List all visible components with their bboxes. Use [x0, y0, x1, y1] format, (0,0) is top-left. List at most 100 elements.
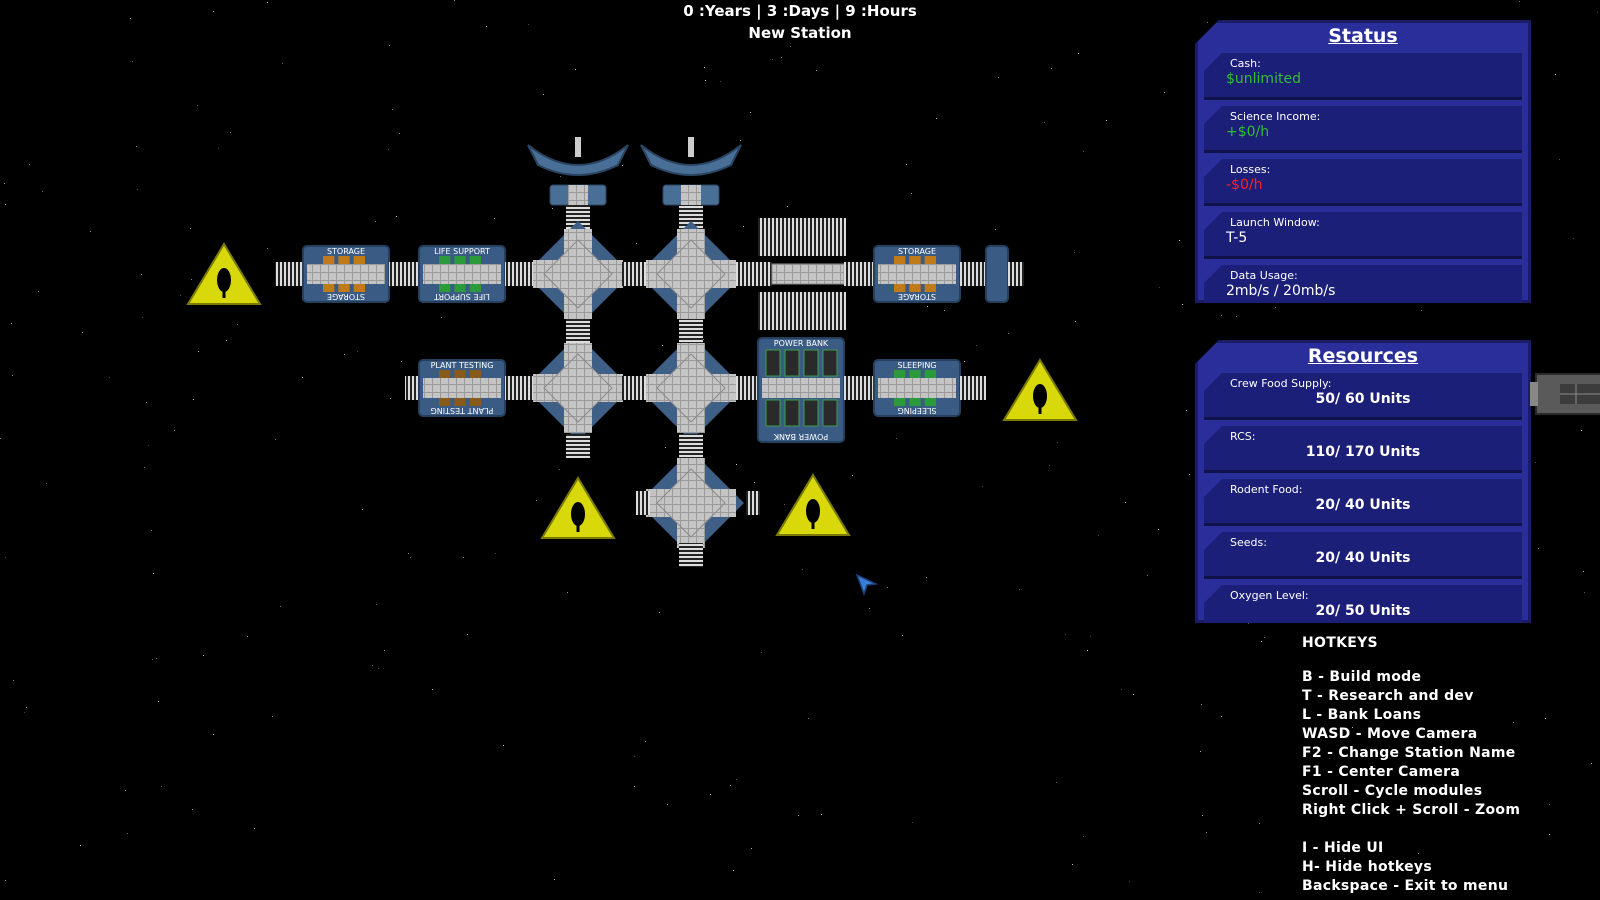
module-equipment [894, 256, 906, 264]
warning-icon[interactable] [1002, 358, 1078, 421]
docking-port [960, 376, 986, 400]
hotkey-line: Backspace - Exit to menu [1302, 878, 1509, 894]
module-equipment [454, 256, 466, 264]
vertical-connector [679, 319, 703, 343]
battery-cell [765, 349, 781, 377]
module-equipment [894, 284, 906, 292]
module-equipment [894, 370, 906, 378]
antenna-module[interactable] [527, 137, 629, 206]
hub-module[interactable] [638, 221, 744, 327]
module-endcap[interactable] [985, 245, 1009, 303]
resource-value: 20/ 40 Units [1315, 550, 1411, 566]
resource-slot: Oxygen Level: 20/ 50 Units [1204, 585, 1522, 623]
module-label: STORAGE [898, 247, 936, 256]
resource-value: 20/ 50 Units [1315, 603, 1411, 619]
hub-module[interactable] [525, 221, 631, 327]
cash-label: Cash: [1230, 57, 1261, 70]
cash-slot: Cash: $unlimited [1204, 53, 1522, 100]
battery-cell [765, 399, 781, 427]
docking-port [679, 543, 703, 567]
resource-value: 110/ 170 Units [1305, 444, 1421, 460]
hub-core [656, 468, 726, 538]
module-label: POWER BANK [774, 339, 829, 348]
docking-port [505, 376, 533, 400]
status-panel: Status Cash: $unlimited Science Income: … [1195, 20, 1531, 303]
warning-icon[interactable] [186, 242, 262, 305]
resource-value: 50/ 60 Units [1315, 391, 1411, 407]
docking-port [858, 262, 874, 286]
corridor-module[interactable] [758, 262, 858, 286]
hub-module[interactable] [638, 335, 744, 441]
hotkey-line: WASD - Move Camera [1302, 726, 1478, 742]
vertical-connector [566, 319, 590, 343]
warning-mark [1038, 406, 1042, 414]
science-income-value: +$0/h [1226, 124, 1270, 140]
antenna-core [568, 185, 588, 205]
hub-module[interactable] [525, 335, 631, 441]
hotkey-line: Scroll - Cycle modules [1302, 783, 1483, 799]
module-equipment [323, 256, 335, 264]
module-label-mirrored: LIFE SUPPORT [434, 292, 490, 301]
warning-icon[interactable] [775, 473, 851, 536]
solar-panel[interactable] [758, 218, 846, 256]
hub-core [543, 239, 613, 309]
launch-window-value: T-5 [1226, 230, 1248, 246]
data-usage-label: Data Usage: [1230, 269, 1298, 282]
module-floor [423, 378, 501, 398]
station-name[interactable]: New Station [748, 24, 852, 42]
module-label-mirrored: PLANT TESTING [431, 406, 494, 415]
warning-mark [806, 499, 820, 523]
docking-port [275, 262, 303, 286]
losses-slot: Losses: -$0/h [1204, 159, 1522, 206]
docked-ship-partial[interactable] [1530, 370, 1600, 420]
module-equipment [454, 284, 466, 292]
plant-testing-module[interactable]: PLANT TESTING PLANT TESTING [418, 359, 506, 417]
docking-port [566, 205, 590, 229]
power-bank-module[interactable]: POWER BANK POWER BANK [757, 337, 845, 443]
module-floor [307, 264, 385, 284]
docking-port [679, 205, 703, 229]
antenna-mast [688, 137, 694, 157]
cash-value: $unlimited [1226, 71, 1301, 87]
module-equipment [353, 284, 365, 292]
module-equipment [323, 284, 335, 292]
module-floor [423, 264, 501, 284]
corridor-tube [771, 263, 845, 285]
module-equipment [924, 398, 936, 406]
resource-slot: Rodent Food: 20/ 40 Units [1204, 479, 1522, 526]
docking-port [679, 434, 703, 458]
resource-label: Oxygen Level: [1230, 589, 1309, 602]
solar-panel[interactable] [758, 292, 846, 330]
module-equipment [924, 370, 936, 378]
vertical-connector [679, 543, 703, 567]
warning-icon[interactable] [540, 476, 616, 539]
docking-port [622, 262, 646, 286]
docking-port [1008, 262, 1024, 286]
module-label-mirrored: POWER BANK [773, 432, 828, 441]
module-equipment [439, 370, 451, 378]
antenna-module[interactable] [640, 137, 742, 206]
resource-label: Seeds: [1230, 536, 1267, 549]
launch-window-label: Launch Window: [1230, 216, 1320, 229]
docking-port [566, 319, 590, 343]
module-equipment [924, 256, 936, 264]
resource-label: Rodent Food: [1230, 483, 1303, 496]
docking-port [405, 376, 419, 400]
mouse-cursor-icon [856, 574, 878, 596]
battery-cell [822, 349, 838, 377]
module-floor [878, 378, 956, 398]
vertical-connector [566, 205, 590, 229]
antenna-dish [527, 144, 629, 176]
resource-label: RCS: [1230, 430, 1256, 443]
hub-module[interactable] [638, 450, 744, 556]
module-equipment [469, 398, 481, 406]
module-equipment [454, 370, 466, 378]
docking-port [566, 434, 590, 458]
module-label: PLANT TESTING [431, 361, 494, 370]
